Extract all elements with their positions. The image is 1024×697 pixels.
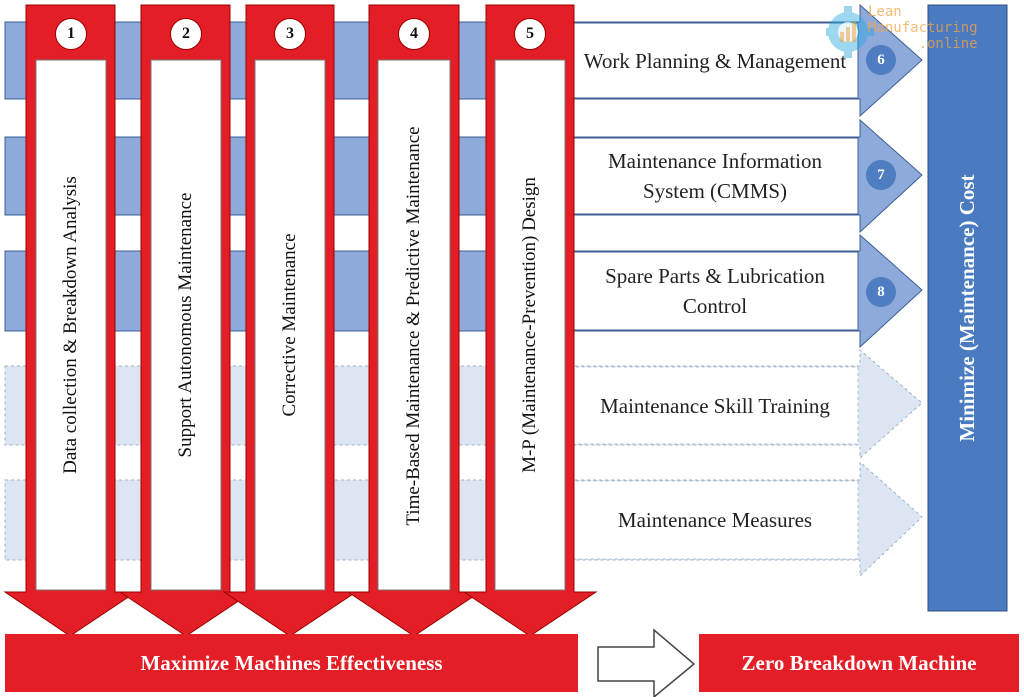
pillar-label-1: Data collection & Breakdown Analysis: [60, 176, 82, 474]
activity-box-8: [569, 251, 859, 331]
pillar-label-2: Support Autonomous Maintenance: [175, 192, 197, 458]
pillar-number-4: 4: [398, 18, 430, 50]
pillar-number-2: 2: [170, 18, 202, 50]
pillar-arrow-2: [118, 4, 254, 637]
activity-label-8: Spare Parts & Lubrication Control: [605, 264, 825, 318]
goal-cost-label: Minimize (Maintenance) Cost: [954, 174, 979, 442]
goal-effectiveness-banner: Maximize Machines Effectiveness: [5, 634, 578, 692]
activity-box-7: [569, 137, 859, 215]
pillar-label-4: Time-Based Maintenance & Predictive Main…: [403, 126, 425, 526]
pillar-arrow-4: [346, 4, 482, 637]
pillar-number-3: 3: [274, 18, 306, 50]
activity-box-6: [569, 22, 859, 99]
pillar-arrow-1: [3, 4, 138, 637]
pillar-label-3: Corrective Maintenance: [279, 233, 301, 417]
watermark-line-1: Lean: [868, 4, 902, 20]
activity-badge-8: 8: [866, 277, 896, 307]
pillar-arrow-5: [462, 4, 598, 637]
activity-label-measures: Maintenance Measures: [617, 508, 813, 532]
arrow-to-zero-breakdown: [597, 628, 696, 697]
activity-box-training: [569, 366, 859, 445]
gear-logo-icon: [826, 6, 874, 58]
watermark-line-3: .online: [918, 36, 978, 52]
activity-badge-6: 6: [866, 45, 896, 75]
pillar-label-5: M-P (Maintenance-Prevention) Design: [519, 177, 541, 473]
activity-badge-7: 7: [866, 160, 896, 190]
watermark-text: Lean Manufacturing .online: [868, 4, 978, 52]
pillar-number-1: 1: [55, 18, 87, 50]
activity-label-6: Work Planning & Management: [583, 48, 847, 73]
pillar-arrow-3: [222, 4, 358, 637]
activity-box-measures: [569, 480, 859, 560]
goal-zero-breakdown-banner: Zero Breakdown Machine: [699, 634, 1019, 692]
watermark-line-2: Manufacturing: [868, 20, 978, 36]
activity-label-7: Maintenance Information System (CMMS): [608, 149, 822, 203]
cost-box: [927, 4, 1008, 612]
pillar-number-5: 5: [514, 18, 546, 50]
activity-label-training: Maintenance Skill Training: [600, 393, 830, 418]
